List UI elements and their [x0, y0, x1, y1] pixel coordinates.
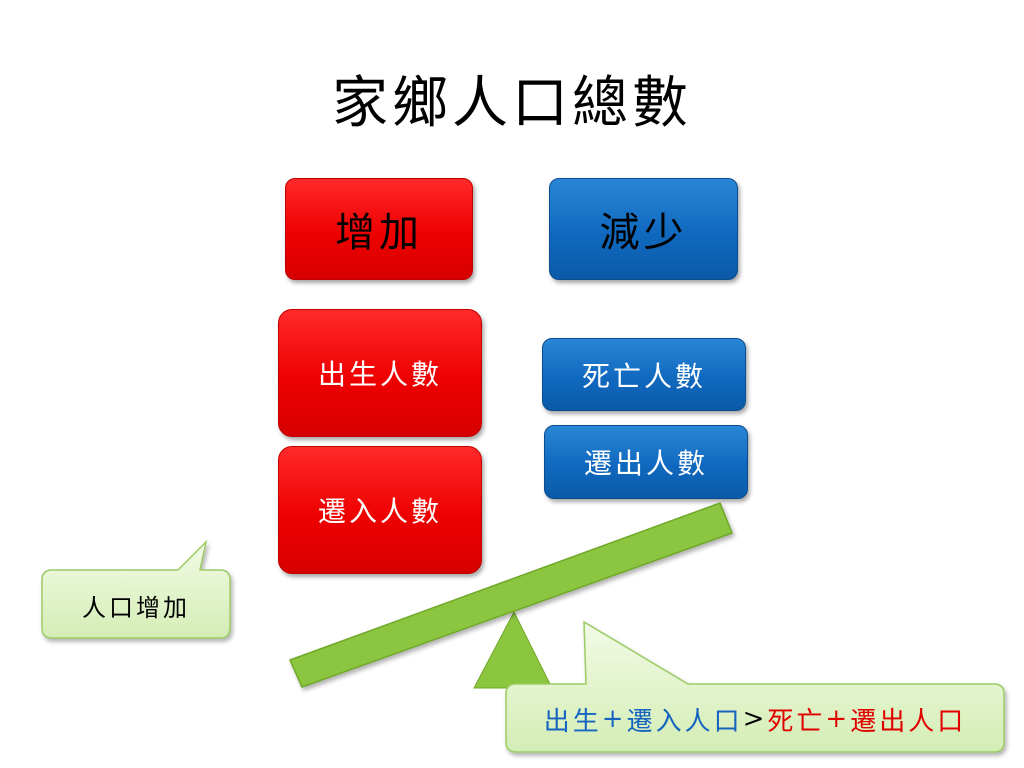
formula-move-out: 遷出人口: [850, 706, 967, 737]
move-in-count-box: 遷入人數: [278, 446, 482, 574]
callout-left-text: 人口增加: [42, 572, 230, 638]
formula-birth: 出生: [543, 706, 602, 737]
increase-header-label: 增加: [335, 210, 423, 256]
callout-left-label: 人口增加: [82, 593, 190, 622]
birth-count-box: 出生人數: [278, 309, 482, 437]
fulcrum-triangle: [473, 610, 553, 689]
formula-greater-than: >: [742, 704, 768, 734]
decrease-header-label: 減少: [599, 210, 688, 256]
death-count-box: 死亡人數: [542, 338, 746, 411]
decrease-header-box: 減少: [549, 178, 738, 280]
formula-move-in: 遷入人口: [626, 706, 743, 737]
move-out-count-label: 遷出人數: [583, 447, 708, 480]
page-title: 家鄉人口總數: [332, 71, 692, 136]
increase-header-box: 增加: [285, 178, 473, 280]
callout-bottom-text: 出生+遷入人口>死亡+遷出人口: [506, 686, 1004, 752]
formula-death: 死亡: [767, 706, 826, 737]
birth-count-label: 出生人數: [317, 358, 442, 391]
formula-plus-1: +: [601, 704, 627, 734]
move-out-count-box: 遷出人數: [544, 425, 748, 499]
move-in-count-label: 遷入人數: [317, 495, 442, 528]
death-count-label: 死亡人數: [581, 359, 706, 393]
formula-plus-2: +: [825, 704, 851, 734]
